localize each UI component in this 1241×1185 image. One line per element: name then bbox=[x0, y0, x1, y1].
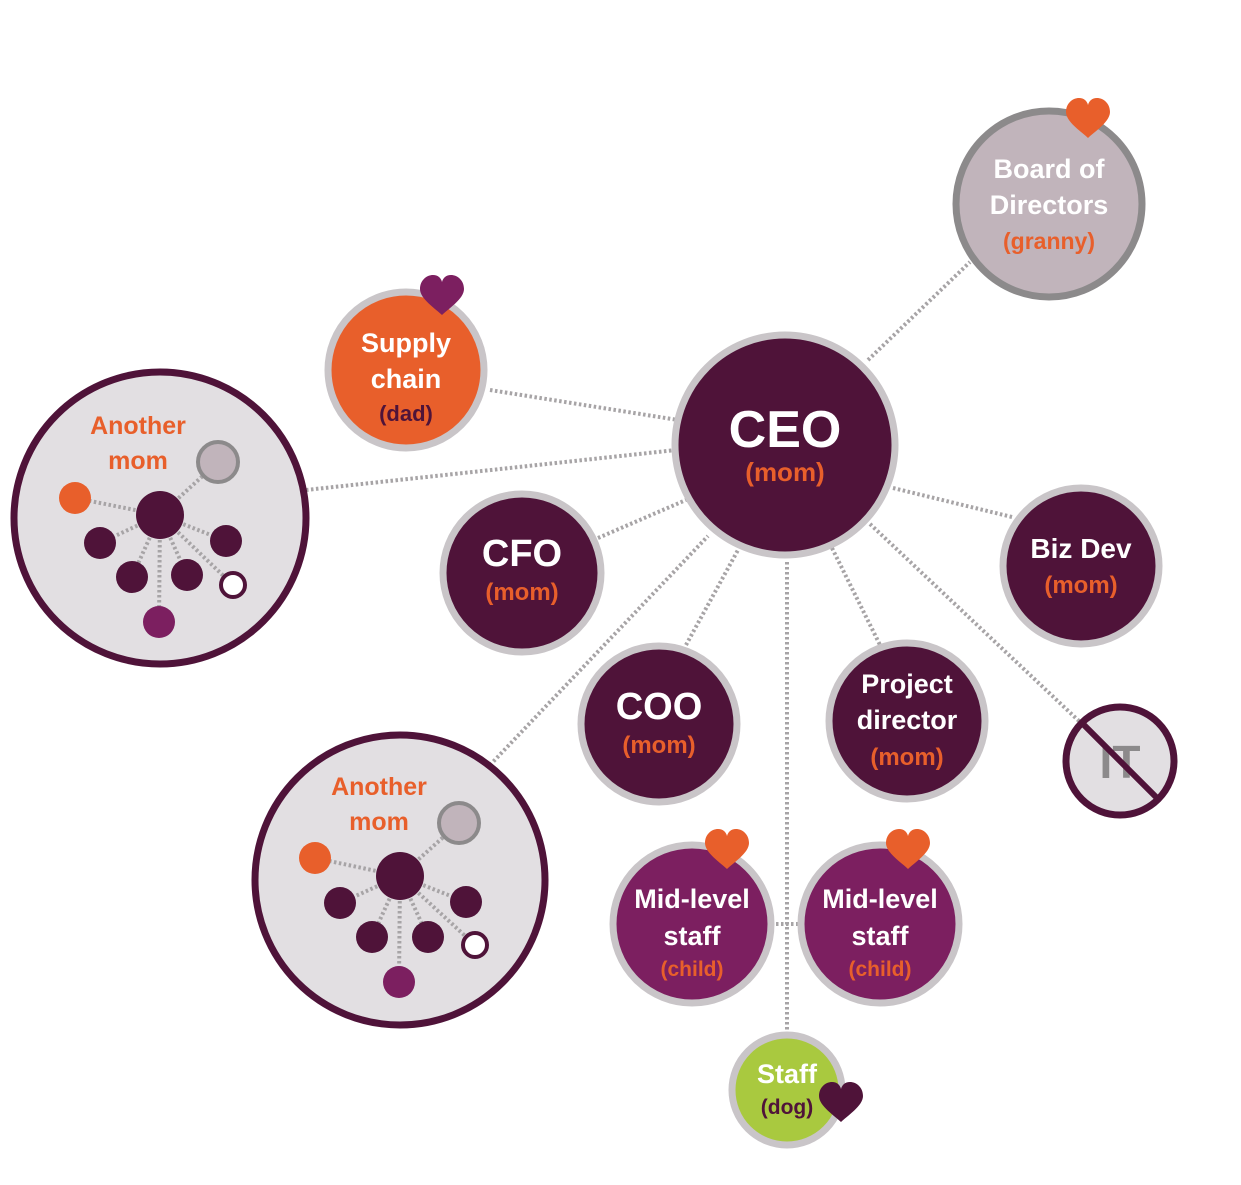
connector-another1 bbox=[305, 448, 677, 492]
node-label-line2: director bbox=[857, 705, 958, 735]
node-label-line1: Mid-level bbox=[634, 884, 750, 914]
node-role: (child) bbox=[849, 958, 912, 981]
mini-network bbox=[59, 440, 247, 638]
connector-it bbox=[868, 522, 1082, 724]
node-title: Biz Dev bbox=[1030, 533, 1132, 564]
prohibited-slash-icon bbox=[1078, 719, 1162, 803]
node-title: Staff bbox=[757, 1059, 818, 1089]
node-circle bbox=[999, 484, 1163, 648]
node-label-line2: staff bbox=[851, 921, 909, 951]
node-label-line1: Board of bbox=[994, 154, 1106, 184]
node-another-mom-1: Another mom bbox=[10, 368, 310, 668]
connector-coo bbox=[684, 549, 740, 646]
node-title: COO bbox=[616, 686, 703, 728]
node-label-line2: mom bbox=[108, 447, 168, 475]
node-role: (mom) bbox=[485, 579, 558, 606]
node-role: (mom) bbox=[1044, 572, 1117, 599]
node-label-line2: staff bbox=[663, 921, 721, 951]
node-label-line1: Mid-level bbox=[822, 884, 938, 914]
node-biz-dev: Biz Dev (mom) bbox=[999, 484, 1163, 648]
node-role: (dog) bbox=[761, 1096, 813, 1119]
node-circle bbox=[952, 107, 1146, 301]
node-role: (mom) bbox=[622, 732, 695, 759]
node-label-line1: Project bbox=[861, 669, 953, 699]
node-circle bbox=[825, 639, 989, 803]
node-role: (child) bbox=[661, 958, 724, 981]
connector-bizdev bbox=[892, 486, 1013, 519]
node-label-line1: Supply bbox=[361, 328, 451, 358]
node-coo: COO (mom) bbox=[577, 642, 741, 806]
node-title: CFO bbox=[482, 533, 562, 575]
node-role: (dad) bbox=[379, 401, 433, 426]
connector-supply bbox=[489, 388, 679, 422]
node-circle bbox=[324, 288, 488, 452]
node-circle bbox=[439, 490, 605, 656]
node-title: CEO bbox=[729, 401, 842, 459]
node-label-line2: chain bbox=[371, 364, 442, 394]
node-project-director: Project director (mom) bbox=[825, 639, 989, 803]
node-label-line2: mom bbox=[349, 808, 409, 836]
node-mid-level-staff-1: Mid-level staff (child) bbox=[609, 829, 775, 1007]
node-role: (mom) bbox=[745, 457, 824, 487]
connector-board bbox=[866, 260, 972, 362]
node-staff: Staff (dog) bbox=[728, 1031, 863, 1149]
node-mid-level-staff-2: Mid-level staff (child) bbox=[797, 829, 963, 1007]
node-circle bbox=[671, 331, 899, 559]
node-cfo: CFO (mom) bbox=[439, 490, 605, 656]
node-label-line1: Another bbox=[90, 412, 186, 440]
connector-lines bbox=[305, 260, 1082, 1032]
connector-cfo bbox=[597, 498, 687, 540]
node-circle bbox=[577, 642, 741, 806]
node-another-mom-2: Another mom bbox=[251, 731, 549, 1029]
node-label-line1: Another bbox=[331, 773, 427, 801]
node-circle bbox=[797, 841, 963, 1007]
node-board-of-directors: Board of Directors (granny) bbox=[952, 98, 1146, 301]
node-role: (granny) bbox=[1003, 228, 1095, 254]
node-it: IT bbox=[1062, 703, 1178, 819]
node-circle bbox=[609, 841, 775, 1007]
mini-network bbox=[299, 801, 489, 998]
connector-project bbox=[830, 547, 882, 646]
node-ceo: CEO (mom) bbox=[671, 331, 899, 559]
node-label-line2: Directors bbox=[990, 190, 1109, 220]
node-role: (mom) bbox=[870, 744, 943, 771]
node-supply-chain: Supply chain (dad) bbox=[324, 275, 488, 452]
